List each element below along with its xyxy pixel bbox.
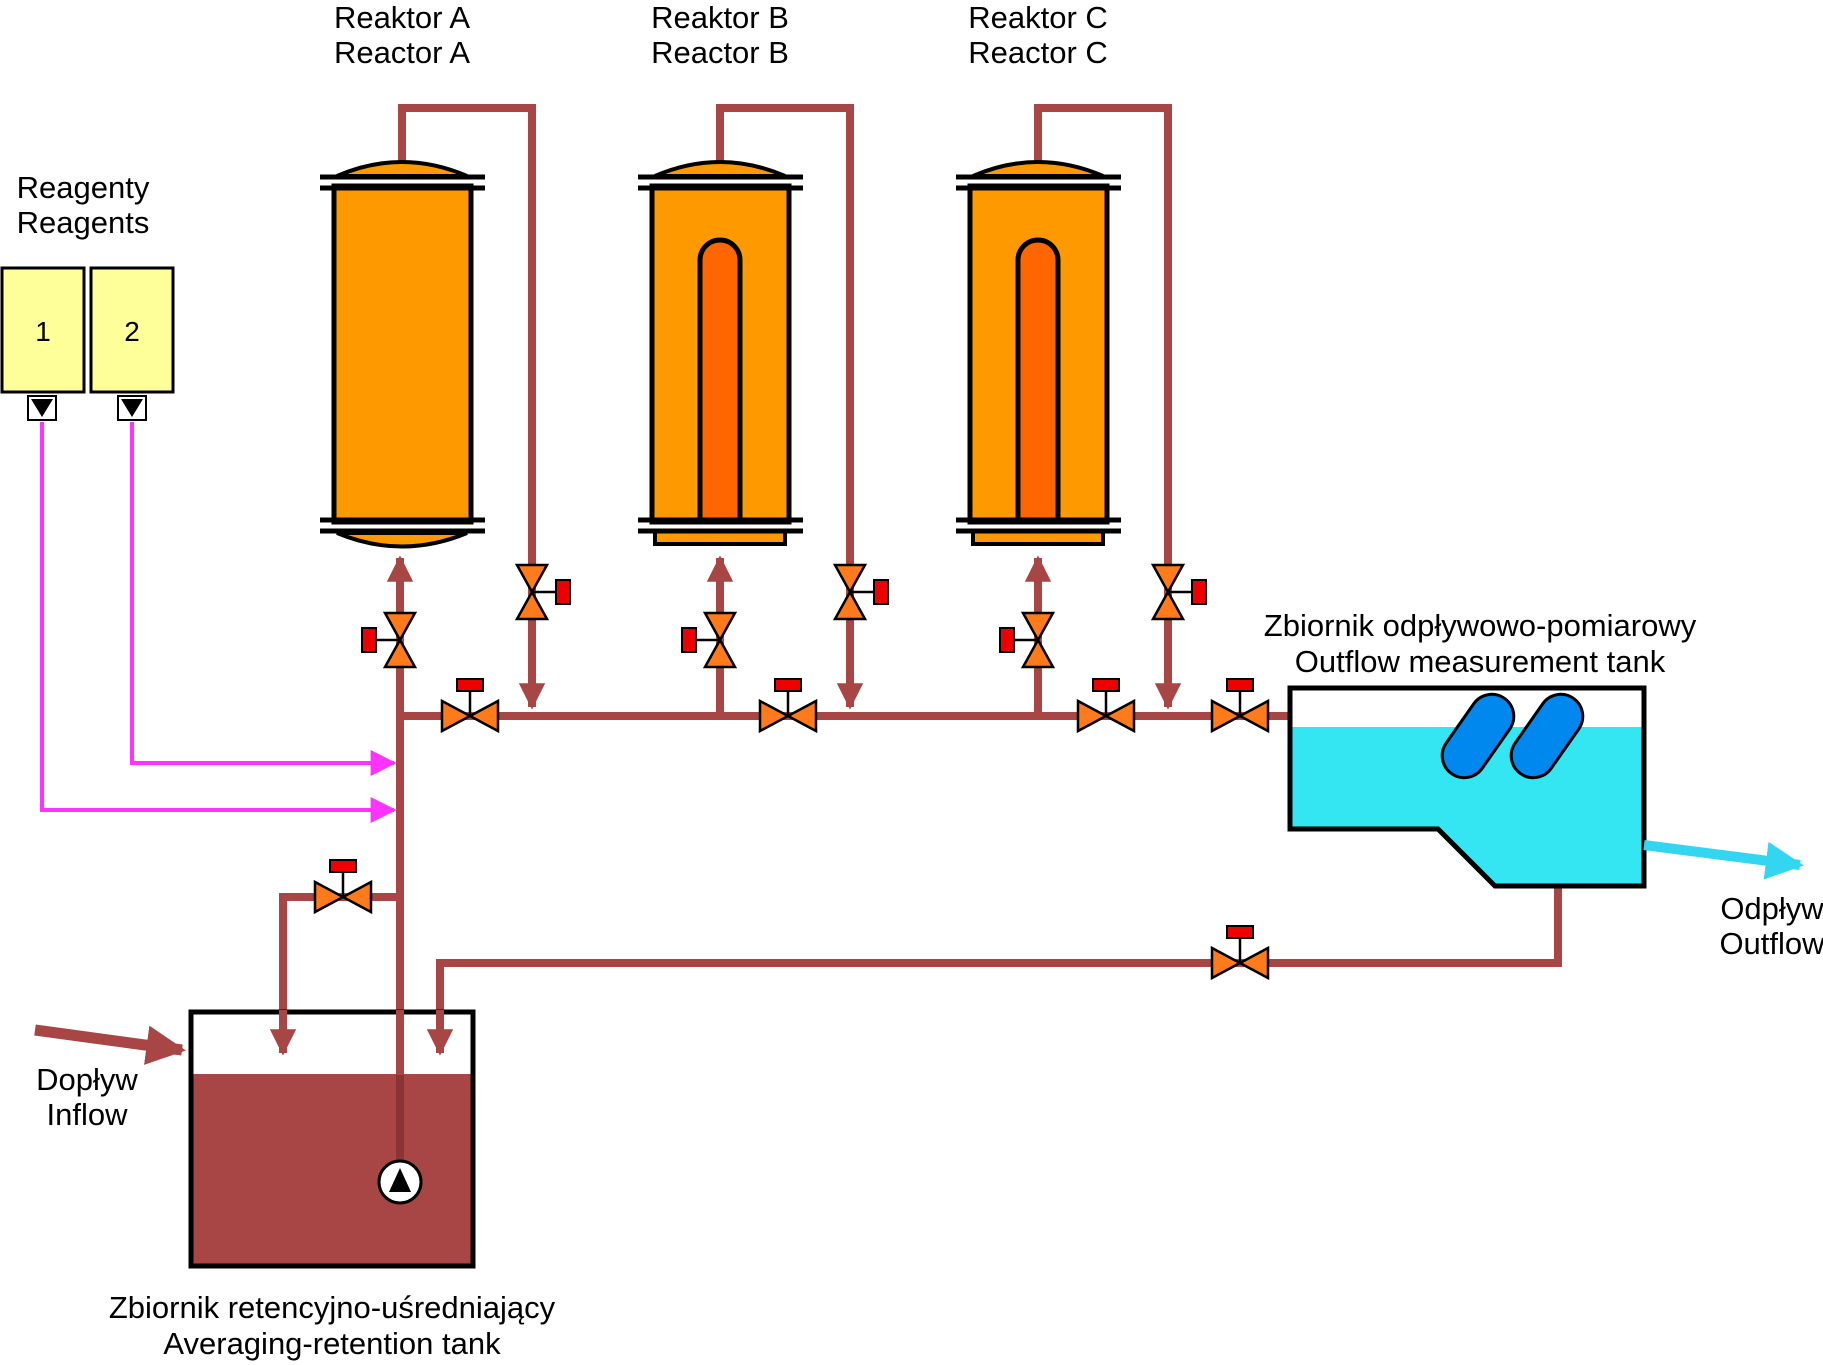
outflow-label: Odpływ Outflow <box>1719 891 1823 961</box>
valve-bypass-icon <box>313 859 373 915</box>
valve-return-c-icon <box>1150 563 1207 621</box>
outflow-measurement-tank <box>1287 685 1647 889</box>
reactor-a <box>320 160 485 549</box>
valve-header-4-icon <box>1210 678 1270 734</box>
svg-text:Reactor B: Reactor B <box>651 35 789 70</box>
valve-header-1-icon <box>440 678 500 734</box>
svg-text:Averaging-retention tank: Averaging-retention tank <box>163 1326 501 1361</box>
measurement-element-2-icon <box>1509 692 1585 780</box>
svg-text:Outflow measurement tank: Outflow measurement tank <box>1295 644 1666 679</box>
valve-feed-a-icon <box>361 611 418 669</box>
svg-text:Dopływ: Dopływ <box>36 1062 138 1097</box>
svg-text:Reaktor A: Reaktor A <box>334 0 470 35</box>
reactor-c-label: Reaktor C Reactor C <box>968 0 1108 70</box>
retention-tank-label: Zbiornik retencyjno-uśredniający Averagi… <box>109 1290 556 1361</box>
svg-text:Zbiornik retencyjno-uśredniają: Zbiornik retencyjno-uśredniający <box>109 1290 556 1325</box>
valve-feed-b-icon <box>681 611 738 669</box>
valve-header-2-icon <box>758 678 818 734</box>
valve-header-3-icon <box>1076 678 1136 734</box>
svg-text:Outflow: Outflow <box>1719 926 1823 961</box>
reactor-a-label: Reaktor A Reactor A <box>334 0 470 70</box>
inflow-arrow-icon <box>34 1024 186 1065</box>
measurement-element-1-icon <box>1440 692 1516 780</box>
valve-recirculation-icon <box>1210 925 1270 981</box>
reactor-c <box>956 160 1121 546</box>
reactor-return-pipes <box>398 104 1182 710</box>
svg-text:Reactor C: Reactor C <box>968 35 1108 70</box>
pump-icon <box>377 1159 423 1205</box>
reactor-b <box>638 160 803 546</box>
valve-return-a-icon <box>514 563 571 621</box>
svg-text:Zbiornik odpływowo-pomiarowy: Zbiornik odpływowo-pomiarowy <box>1264 608 1697 643</box>
inflow-label: Dopływ Inflow <box>36 1062 138 1132</box>
reagent-tank-1: 1 <box>0 266 86 394</box>
svg-text:Inflow: Inflow <box>47 1097 129 1132</box>
dosing-pump-1-icon <box>27 395 57 421</box>
svg-text:2: 2 <box>124 316 140 347</box>
retention-tank <box>188 1009 476 1269</box>
reagents-label: Reagenty Reagents <box>17 170 150 240</box>
outflow-tank-label: Zbiornik odpływowo-pomiarowy Outflow mea… <box>1264 608 1697 679</box>
dosing-pump-2-icon <box>117 395 147 421</box>
svg-text:Reaktor B: Reaktor B <box>651 0 789 35</box>
svg-text:1: 1 <box>35 316 51 347</box>
svg-text:Reaktor C: Reaktor C <box>968 0 1108 35</box>
svg-text:Odpływ: Odpływ <box>1720 891 1823 926</box>
reagent-lines <box>40 422 397 823</box>
reactor-b-label: Reaktor B Reactor B <box>651 0 789 70</box>
reagent-tank-2: 2 <box>89 266 175 394</box>
svg-text:Reactor A: Reactor A <box>334 35 470 70</box>
svg-text:Reagents: Reagents <box>17 205 150 240</box>
outflow-arrow-icon <box>1643 840 1804 880</box>
valve-return-b-icon <box>832 563 889 621</box>
svg-text:Reagenty: Reagenty <box>17 170 150 205</box>
valve-feed-c-icon <box>999 611 1056 669</box>
